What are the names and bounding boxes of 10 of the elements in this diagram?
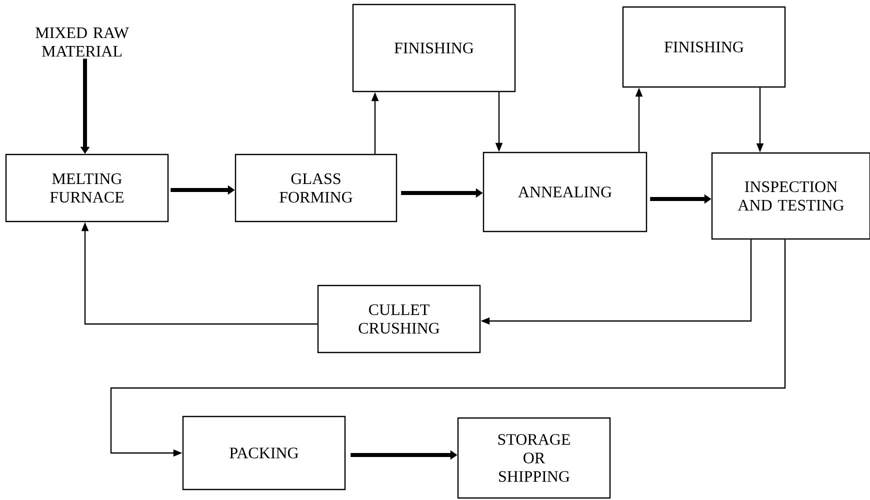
process-box: FINISHING <box>622 6 786 88</box>
process-box: FINISHING <box>352 4 516 92</box>
process-box: ANNEALING <box>482 152 648 232</box>
process-box: STORAGE OR SHIPPING <box>457 417 611 499</box>
input-label: MIXED RAW MATERIAL <box>36 27 129 57</box>
process-box: GLASS FORMING <box>234 154 398 222</box>
process-box: INSPECTION AND TESTING <box>711 152 870 240</box>
process-box: MELTING FURNACE <box>5 154 169 222</box>
process-box: PACKING <box>182 416 346 490</box>
process-box: CULLET CRUSHING <box>317 284 481 354</box>
